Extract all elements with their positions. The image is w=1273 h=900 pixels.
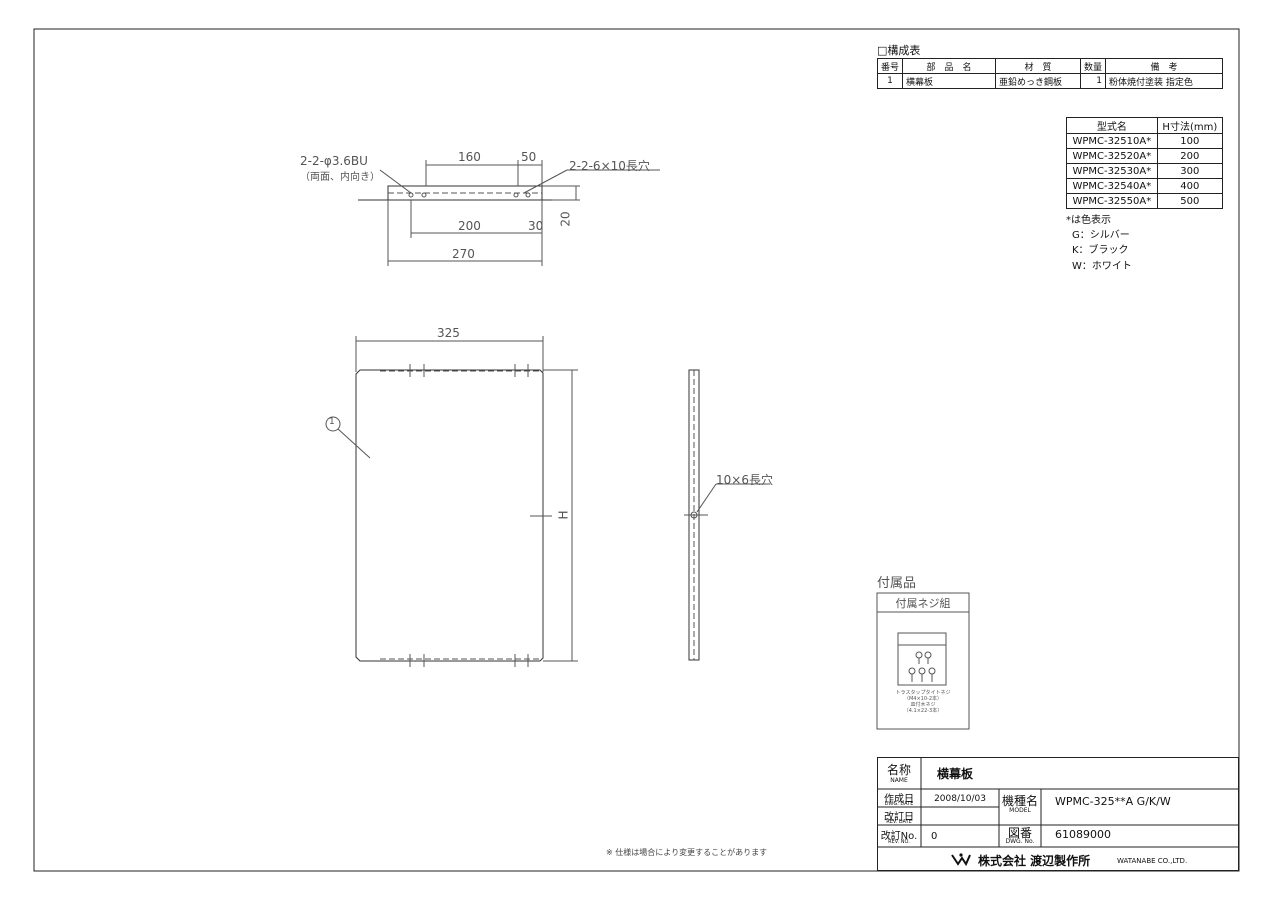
header-material: 材 質	[995, 58, 1082, 74]
revdate-label: 改訂日	[884, 812, 914, 823]
name-value: 横幕板	[937, 767, 974, 781]
screw2-name: 皿付木ネジ	[910, 702, 936, 708]
name-label: 名称	[886, 763, 911, 777]
color-k: K：ブラック	[1072, 245, 1129, 256]
top-view	[358, 160, 660, 266]
dim-20: 20	[558, 211, 573, 227]
cell-model: WPMC-32540A*	[1066, 178, 1158, 194]
title-block-grid	[877, 757, 1239, 848]
revno-value: 0	[931, 831, 938, 842]
cell-model: WPMC-32550A*	[1066, 193, 1158, 209]
composition-table: 番号 部 品 名 材 質 数量 備 考 1 横幕板 亜鉛めっき鋼板 1 粉体焼付…	[876, 58, 1223, 89]
table-row: WPMC-32540A* 400	[1066, 178, 1224, 194]
table-row: WPMC-32550A* 500	[1066, 193, 1224, 209]
table-row: 1 横幕板 亜鉛めっき鋼板 1 粉体焼付塗装 指定色	[876, 73, 1223, 89]
revdate-label-en: REV. DATE	[886, 819, 912, 825]
header-h: H寸法(mm)	[1156, 117, 1224, 134]
part-balloon: 1	[329, 417, 335, 427]
front-view	[325, 336, 578, 667]
company-logo-icon	[951, 853, 971, 867]
header-name: 部 品 名	[902, 58, 997, 74]
cell-model: WPMC-32510A*	[1066, 133, 1158, 149]
hole-note-bu: 2-2-φ3.6BU	[300, 154, 368, 168]
dwg-label-en: DWG. No.	[1005, 838, 1035, 845]
table-row: WPMC-32510A* 100	[1066, 133, 1224, 149]
cell-remark: 粉体焼付塗装 指定色	[1105, 73, 1223, 89]
screw1-spec: （M4×10-2本）	[903, 696, 943, 702]
cell-qty: 1	[1080, 73, 1107, 89]
header-model: 型式名	[1066, 117, 1158, 134]
screw1-name: トラスタップタイトネジ	[895, 690, 951, 696]
cell-h: 100	[1156, 133, 1224, 149]
header-qty: 数量	[1080, 58, 1107, 74]
dim-160: 160	[458, 150, 481, 164]
dim-50: 50	[521, 150, 537, 164]
dim-30: 30	[528, 219, 544, 233]
model-label: 機種名	[1001, 794, 1038, 808]
color-w: W：ホワイト	[1072, 261, 1132, 272]
composition-title: □構成表	[877, 44, 921, 57]
color-note: *は色表示	[1066, 215, 1111, 226]
accessory-caption: トラスタップタイトネジ （M4×10-2本） 皿付木ネジ （4.1×22-3本）	[877, 690, 969, 714]
dwg-value: 61089000	[1055, 828, 1111, 841]
name-label-en: NAME	[890, 777, 908, 784]
model-value: WPMC-325**A G/K/W	[1055, 795, 1171, 808]
date-label-en: DWG. DATE	[884, 801, 914, 807]
title-block-frame	[877, 757, 1239, 871]
cell-model: WPMC-32520A*	[1066, 148, 1158, 164]
composition-header-row: 番号 部 品 名 材 質 数量 備 考	[876, 58, 1223, 74]
date-label: 作成日	[884, 794, 914, 805]
slot-note: 10×6長穴	[716, 473, 773, 487]
revno-label: 改訂No.	[880, 831, 918, 842]
company-name-en: WATANABE CO.,LTD.	[1117, 857, 1188, 865]
cell-no: 1	[876, 73, 904, 89]
side-view	[684, 369, 770, 661]
cell-h: 300	[1156, 163, 1224, 179]
accessories-title: 付属品	[877, 576, 917, 591]
spec-note: ※ 仕様は場合により変更することがあります	[606, 848, 768, 857]
model-table: 型式名 H寸法(mm) WPMC-32510A* 100 WPMC-32520A…	[1066, 117, 1224, 209]
revno-label-en: REV. NO.	[888, 839, 910, 845]
color-g: G：シルバー	[1072, 230, 1130, 241]
dim-h: H	[556, 510, 571, 520]
dim-270: 270	[452, 247, 475, 261]
header-remark: 備 考	[1105, 58, 1223, 74]
cell-name: 横幕板	[902, 73, 997, 89]
cell-model: WPMC-32530A*	[1066, 163, 1158, 179]
cell-h: 200	[1156, 148, 1224, 164]
hole-note-bu-detail: （両面、内向き）	[300, 172, 380, 183]
header-no: 番号	[876, 58, 904, 74]
table-row: WPMC-32530A* 300	[1066, 163, 1224, 179]
model-label-en: MODEL	[1009, 807, 1031, 814]
company-name: 株式会社 渡辺製作所	[978, 854, 1091, 868]
dim-200: 200	[458, 219, 481, 233]
table-row: WPMC-32520A* 200	[1066, 148, 1224, 164]
accessory-set-title: 付属ネジ組	[895, 597, 951, 610]
cell-h: 500	[1156, 193, 1224, 209]
date-value: 2008/10/03	[934, 794, 986, 804]
accessory-box	[876, 592, 970, 730]
cell-h: 400	[1156, 178, 1224, 194]
model-header-row: 型式名 H寸法(mm)	[1066, 117, 1224, 134]
dim-325: 325	[437, 326, 460, 340]
cell-material: 亜鉛めっき鋼板	[995, 73, 1082, 89]
dwg-label: 図番	[1007, 826, 1032, 840]
screw2-spec: （4.1×22-3本）	[903, 708, 943, 714]
hole-note-slot: 2-2-6×10長穴	[569, 159, 650, 173]
